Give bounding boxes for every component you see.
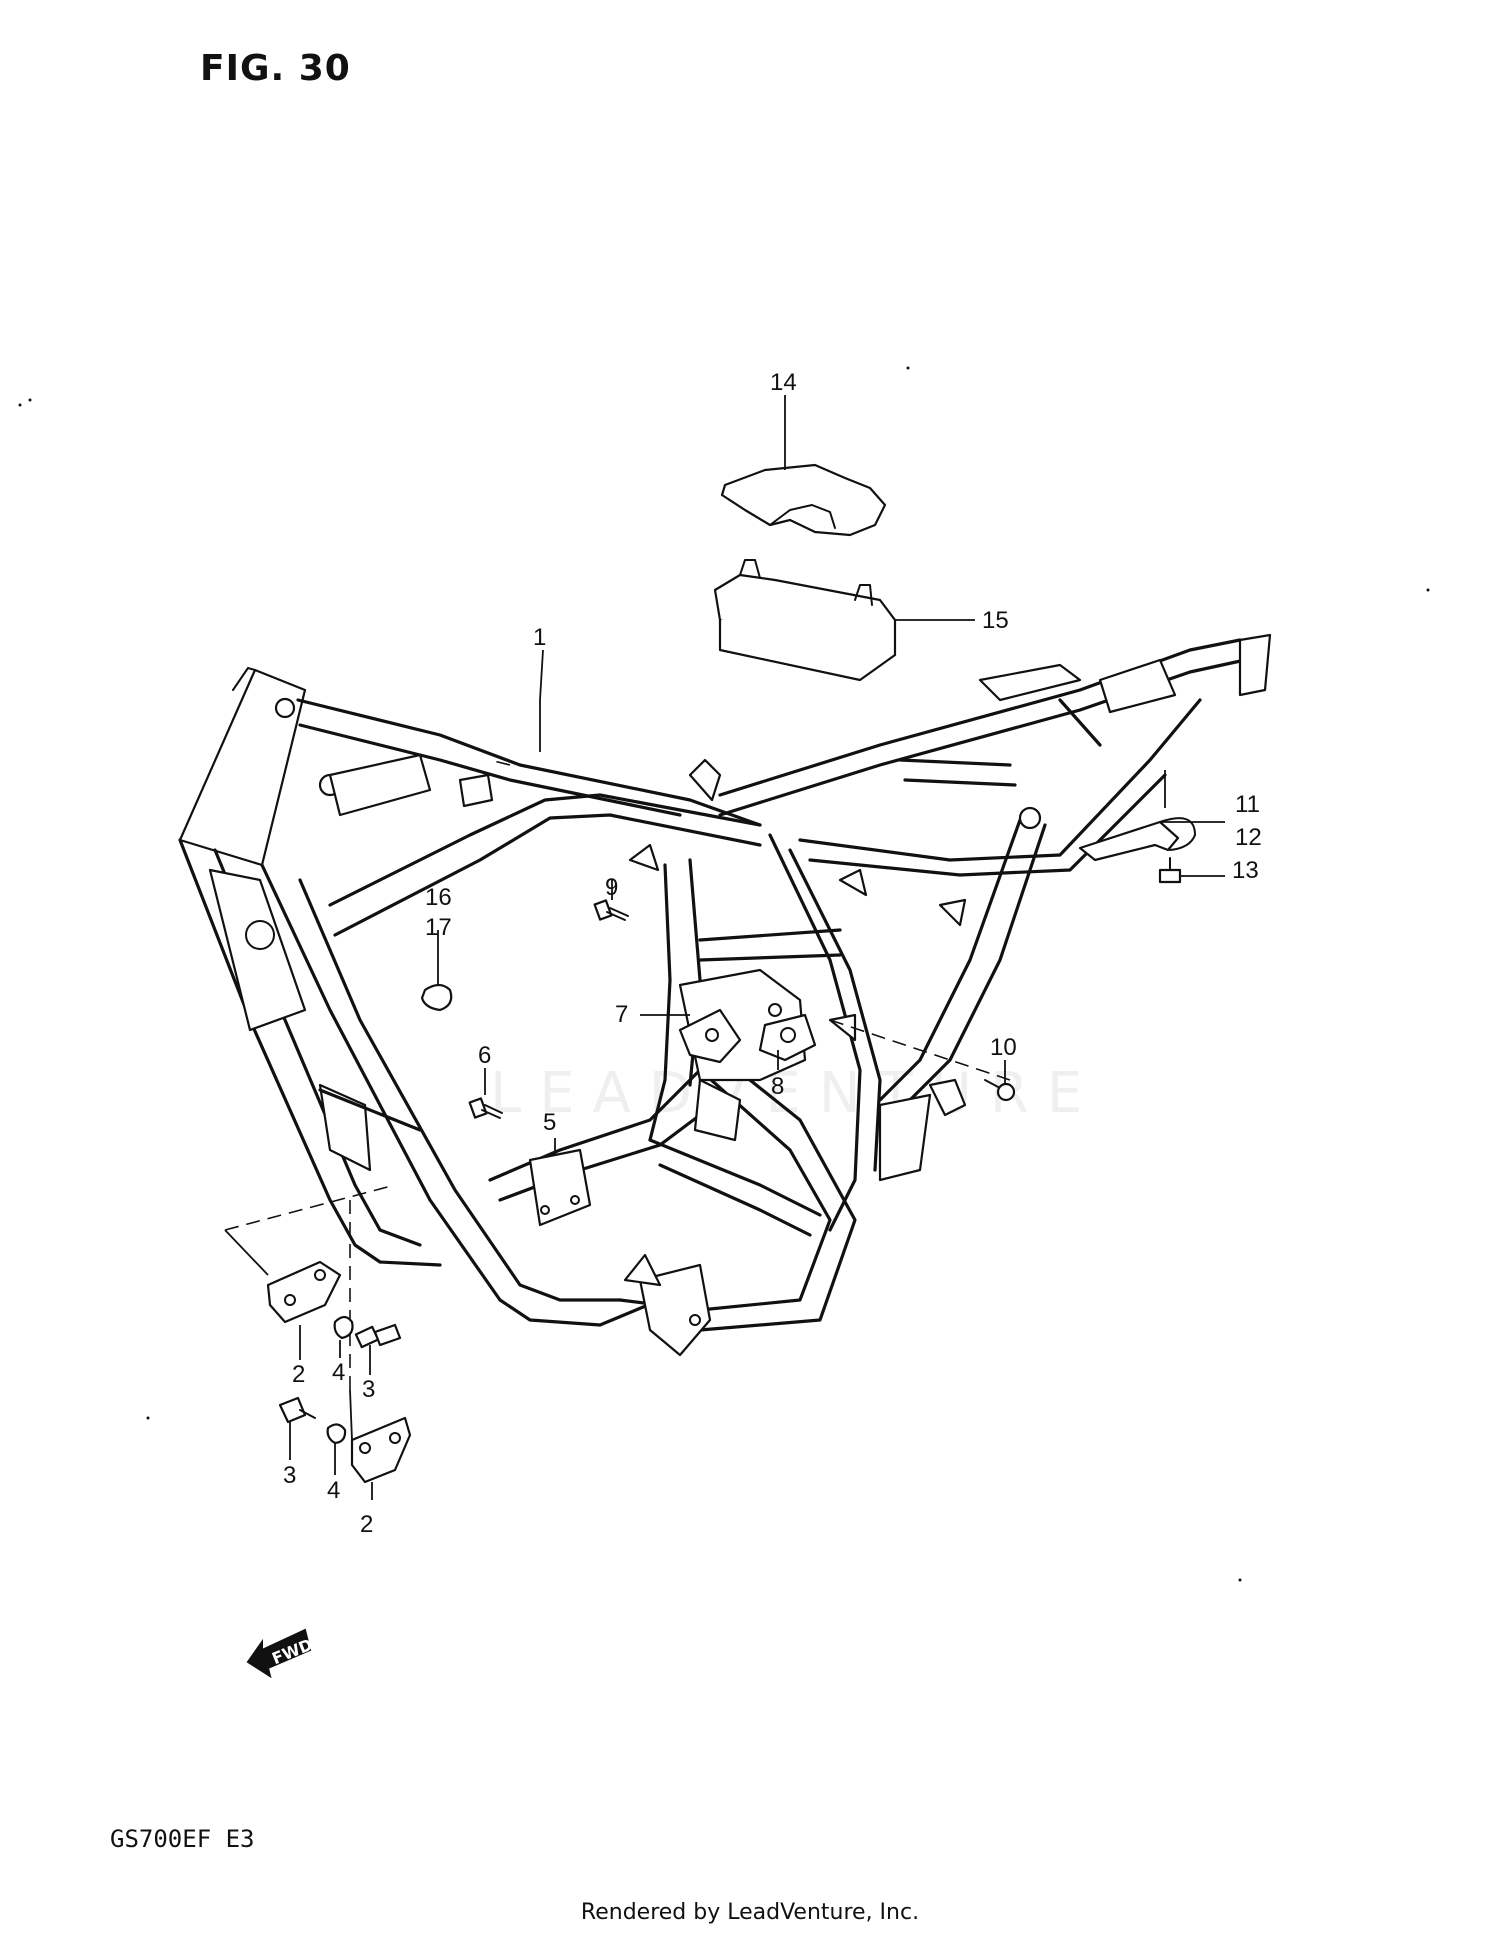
part-14-cover (720, 463, 887, 537)
steering-head (178, 668, 307, 867)
rear-lower-plate (878, 1093, 932, 1182)
callout-4b: 4 (327, 1477, 340, 1504)
top-loop-tube (328, 793, 762, 907)
shock-mount-top (1018, 806, 1042, 830)
seat-post-right-inner (788, 848, 882, 1172)
figure-title: FIG. 30 (200, 48, 351, 89)
rear-cross-1 (978, 663, 1082, 702)
down-tube-right-inner (298, 878, 622, 1302)
seat-post-right (768, 833, 862, 1232)
part-10-bolt (984, 1079, 1016, 1102)
part-8-plate (758, 1013, 817, 1062)
seat-rail-upper (718, 638, 1242, 797)
down-tube-right-outer (260, 863, 662, 1327)
part-16-17-plug (420, 983, 453, 1012)
seat-rail-lower (798, 698, 1202, 862)
callout-12: 12 (1235, 824, 1262, 851)
lower-engine-mount (638, 1263, 712, 1357)
part-2-plate-upper (266, 1260, 342, 1324)
callout-3b: 3 (283, 1462, 296, 1489)
footer-credit: Rendered by LeadVenture, Inc. (580, 1900, 920, 1925)
callout-7: 7 (615, 1001, 628, 1028)
tank-bracket (328, 753, 432, 817)
part-7-plate (678, 1008, 742, 1064)
tank-mount-tab (458, 773, 494, 808)
center-cross-tube (698, 928, 842, 942)
callout-14: 14 (770, 369, 797, 396)
lower-cross-member (648, 1138, 822, 1217)
cradle-rail-right-inner (698, 1058, 857, 1332)
part-15-tray (713, 559, 897, 682)
callout-13: 13 (1232, 857, 1259, 884)
part-9-bolt (593, 899, 629, 921)
callout-9: 9 (605, 874, 618, 901)
callout-3a: 3 (362, 1376, 375, 1403)
callout-15: 15 (982, 607, 1009, 634)
callout-17: 17 (425, 914, 452, 941)
part-4-washer-lower (326, 1423, 347, 1445)
rear-cross-2 (1098, 658, 1177, 714)
seat-rail-upper-inner (718, 658, 1247, 817)
part-13-bolt (1158, 857, 1182, 884)
model-label: GS700EF E3 (110, 1825, 255, 1853)
cradle-rail-left (488, 1068, 702, 1182)
rear-strut-inner (898, 823, 1047, 1112)
fwd-arrow-icon: FWD (246, 1628, 315, 1679)
front-cross-tube (318, 1088, 422, 1132)
main-frame (178, 633, 1272, 1357)
callout-5: 5 (543, 1109, 556, 1136)
lower-front-bracket (318, 1083, 372, 1172)
part-3-bolt-lower (278, 1396, 316, 1424)
seat-rail-lower-inner (808, 773, 1167, 877)
part-4-washer-upper (333, 1315, 354, 1340)
callout-11: 11 (1235, 791, 1260, 818)
part-3-bolt-upper (354, 1323, 402, 1349)
down-tube-left-outer (178, 838, 442, 1267)
rear-strut-outer (878, 818, 1022, 1102)
callout-2b: 2 (360, 1511, 373, 1538)
shock-mount-bottom (928, 1078, 967, 1117)
rear-end-plate (1238, 633, 1272, 697)
callout-16: 16 (425, 884, 452, 911)
backbone-tube-lower (298, 723, 682, 817)
callout-4a: 4 (332, 1359, 345, 1386)
backbone-tube-upper (296, 698, 762, 827)
callout-8: 8 (771, 1073, 784, 1100)
callout-6: 6 (478, 1042, 491, 1069)
seat-post-left (648, 863, 672, 1142)
part-5-bracket (528, 1148, 592, 1227)
callout-2a: 2 (292, 1361, 305, 1388)
front-gusset (208, 868, 307, 1032)
steering-head-bolt (274, 697, 296, 719)
part-11-12-strap (1078, 817, 1196, 862)
callout-1: 1 (533, 624, 546, 651)
top-loop-tube-inner (333, 813, 762, 937)
part-6-bolt (468, 1097, 503, 1119)
callout-10: 10 (990, 1034, 1017, 1061)
